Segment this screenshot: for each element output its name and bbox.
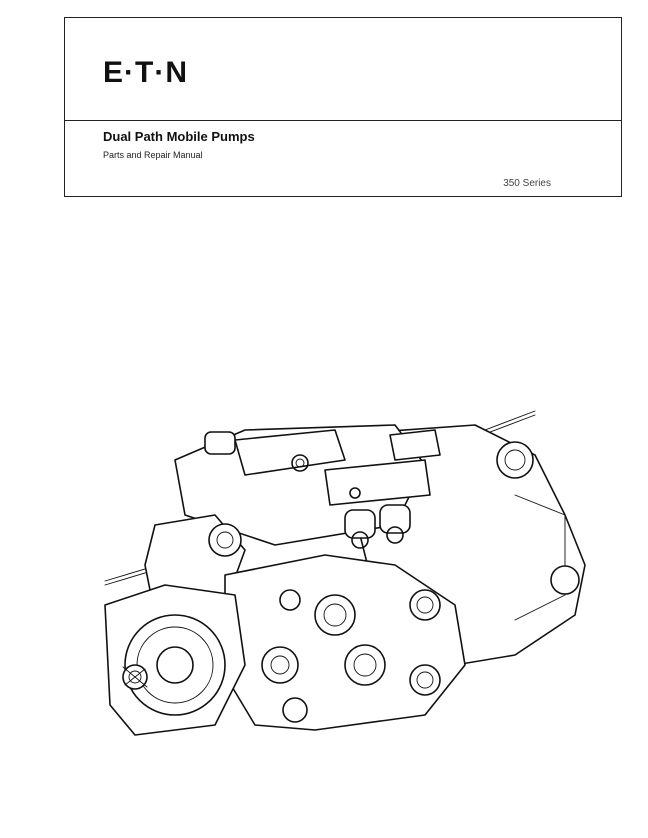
document-subtitle: Parts and Repair Manual — [103, 150, 203, 160]
hydraulic-pump-illustration — [104, 410, 586, 736]
eaton-logo: E·T·N — [103, 58, 188, 88]
logo-text: E·T·N — [103, 56, 188, 89]
series-label: 350 Series — [503, 178, 551, 189]
document-header: E·T·N Dual Path Mobile Pumps Parts and R… — [64, 17, 622, 197]
header-divider — [65, 120, 621, 121]
document-title: Dual Path Mobile Pumps — [103, 129, 255, 144]
